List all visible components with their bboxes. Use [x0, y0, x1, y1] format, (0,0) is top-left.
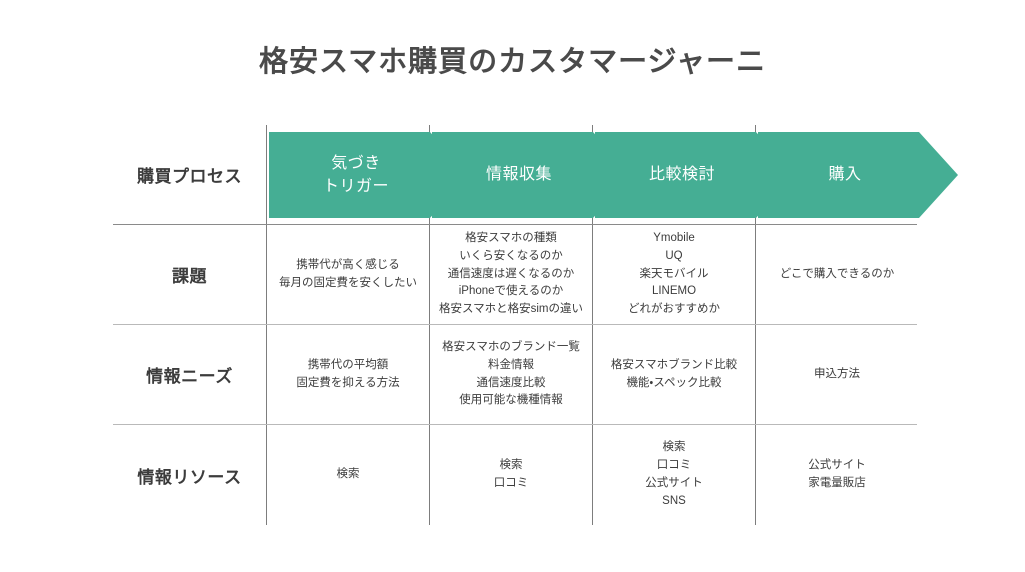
information-resources-cell-1: 検索 [266, 425, 429, 525]
row-label-process: 購買プロセス [137, 167, 242, 186]
journey-row-issues: 課題 携帯代が高く感じる 毎月の固定費を安くしたい 格安スマホの種類 いくら安く… [113, 225, 917, 325]
information-needs-cell-3-text: 格安スマホブランド比較 機能・スペック比較 [610, 358, 738, 389]
issues-cell-1-text: 携帯代が高く感じる 毎月の固定費を安くしたい [279, 258, 417, 289]
information-resources-cell-3-text: 検索 口コミ 公式サイト SNS [645, 441, 703, 507]
stage-chevron-comparison-label: 比較検討 [648, 166, 715, 184]
issues-cell-2-text: 格安スマホの種類 いくら安くなるのか 通信速度は遅くなるのか iPhoneで使え… [438, 231, 584, 316]
customer-journey-table: 購買プロセス 気づき トリガー 情報収集 比較検討 購入 課題 携帯代が高く感じ… [113, 125, 958, 525]
row-label-information-needs: 情報ニーズ [146, 367, 233, 386]
stage-chevron-purchase-label: 購入 [828, 166, 862, 184]
row-label-information-resources: 情報リソース [137, 467, 242, 487]
stage-cell-3: 比較検討 [592, 125, 795, 224]
issues-cell-2: 格安スマホの種類 いくら安くなるのか 通信速度は遅くなるのか iPhoneで使え… [429, 225, 592, 324]
issues-cell-4-text: どこで購入できるのか [779, 267, 895, 280]
information-needs-cell-1: 携帯代の平均額 固定費を抑える方法 [266, 325, 429, 424]
information-resources-cell-2: 検索 口コミ [429, 425, 592, 525]
issues-cell-1: 携帯代が高く感じる 毎月の固定費を安くしたい [266, 225, 429, 324]
issues-cell-4: どこで購入できるのか [755, 225, 918, 324]
stage-cell-2: 情報収集 [429, 125, 632, 224]
row-label-issues: 課題 [172, 267, 207, 286]
information-resources-cell-4-text: 公式サイト 家電量販店 [808, 459, 866, 489]
page-title: 格安スマホ購買のカスタマージャーニ [258, 46, 767, 78]
issues-cell-3-text: Ymobile UQ 楽天モバイル LINEMO どれがおすすめか [628, 231, 720, 316]
issues-cell-3: Ymobile UQ 楽天モバイル LINEMO どれがおすすめか [592, 225, 755, 324]
information-resources-cell-3: 検索 口コミ 公式サイト SNS [592, 425, 755, 525]
stage-chevron-awareness-label: 気づき トリガー [322, 154, 389, 195]
stage-chevron-purchase[interactable]: 購入 [758, 132, 958, 218]
stage-chevron-information-gathering-label: 情報収集 [485, 166, 552, 184]
information-needs-cell-4-text: 申込方法 [814, 367, 860, 380]
information-resources-cell-2-text: 検索 口コミ [493, 459, 529, 489]
journey-row-process: 購買プロセス 気づき トリガー 情報収集 比較検討 購入 [113, 125, 958, 225]
stage-cell-4: 購入 [755, 125, 958, 224]
stage-cell-1: 気づき トリガー [266, 125, 469, 224]
information-resources-cell-1-text: 検索 [336, 468, 360, 481]
information-resources-cell-4: 公式サイト 家電量販店 [755, 425, 918, 525]
information-needs-cell-4: 申込方法 [755, 325, 918, 424]
information-needs-cell-1-text: 携帯代の平均額 固定費を抑える方法 [296, 358, 400, 389]
information-needs-cell-3: 格安スマホブランド比較 機能・スペック比較 [592, 325, 755, 424]
information-needs-cell-2: 格安スマホのブランド一覧 料金情報 通信速度比較 使用可能な機種情報 [429, 325, 592, 424]
information-needs-cell-2-text: 格安スマホのブランド一覧 料金情報 通信速度比較 使用可能な機種情報 [442, 340, 580, 407]
journey-row-information-resources: 情報リソース 検索 検索 口コミ 検索 口コミ 公式サイト SNS 公式サイト … [113, 425, 917, 525]
journey-row-information-needs: 情報ニーズ 携帯代の平均額 固定費を抑える方法 格安スマホのブランド一覧 料金情… [113, 325, 917, 425]
